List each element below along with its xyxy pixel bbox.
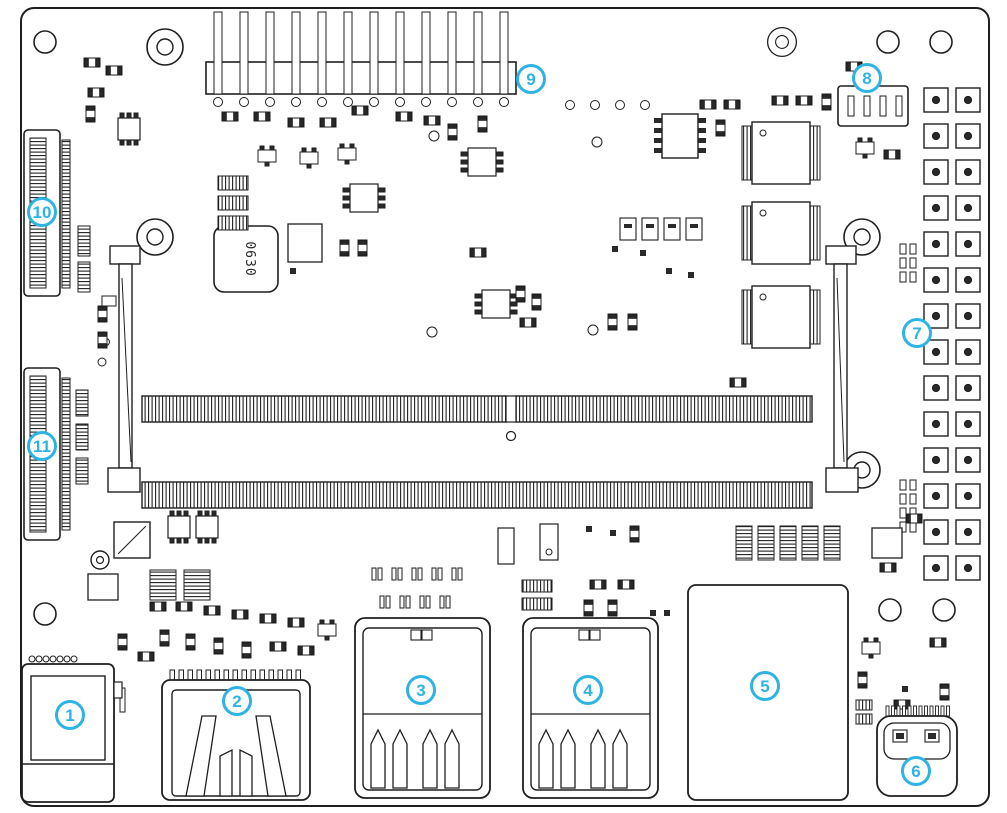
ic-chips: [117, 112, 821, 544]
callout-number: 6: [911, 762, 920, 781]
callout-5-ethernet: 5: [750, 671, 780, 701]
mounting-holes: [33, 26, 956, 626]
callout-2-hdmi: 2: [222, 686, 252, 716]
callout-3-usb-left: 3: [406, 675, 436, 705]
callout-8-fan-header: 8: [852, 63, 882, 93]
callout-number: 7: [912, 324, 921, 343]
hdmi-port: [161, 669, 311, 801]
callouts: 1 2 3 4 5 6 7 8 9 10 11: [27, 63, 932, 786]
callout-number: 8: [862, 69, 871, 88]
gpio-pin-header: [899, 87, 981, 581]
callout-number: 9: [526, 70, 535, 89]
passive-components: [75, 57, 950, 725]
callout-number: 3: [416, 681, 425, 700]
callout-number: 1: [65, 706, 74, 725]
usb-c-port: [876, 705, 958, 797]
usb-stacked-port-right: [522, 617, 659, 799]
callout-4-usb-right: 4: [573, 675, 603, 705]
callout-11-fpc-lower: 11: [27, 431, 57, 461]
fan-header: [837, 85, 909, 127]
callout-number: 2: [232, 692, 241, 711]
callout-number: 5: [760, 677, 769, 696]
long-pin-header: [205, 11, 517, 107]
callout-number: 10: [33, 203, 52, 222]
callout-7-gpio: 7: [902, 318, 932, 348]
sodimm-socket: [101, 245, 859, 509]
callout-6-usb-c: 6: [901, 756, 931, 786]
inductor-label: 0630: [242, 241, 257, 276]
callout-number: 4: [583, 681, 593, 700]
power-inductor: 0630: [213, 225, 279, 293]
callout-10-fpc-upper: 10: [27, 197, 57, 227]
usb-stacked-port-left: [354, 617, 491, 799]
callout-1-power-jack: 1: [55, 700, 85, 730]
callout-9-pin-header: 9: [516, 64, 546, 94]
dc-power-jack: [21, 655, 123, 803]
callout-number: 11: [33, 437, 51, 456]
